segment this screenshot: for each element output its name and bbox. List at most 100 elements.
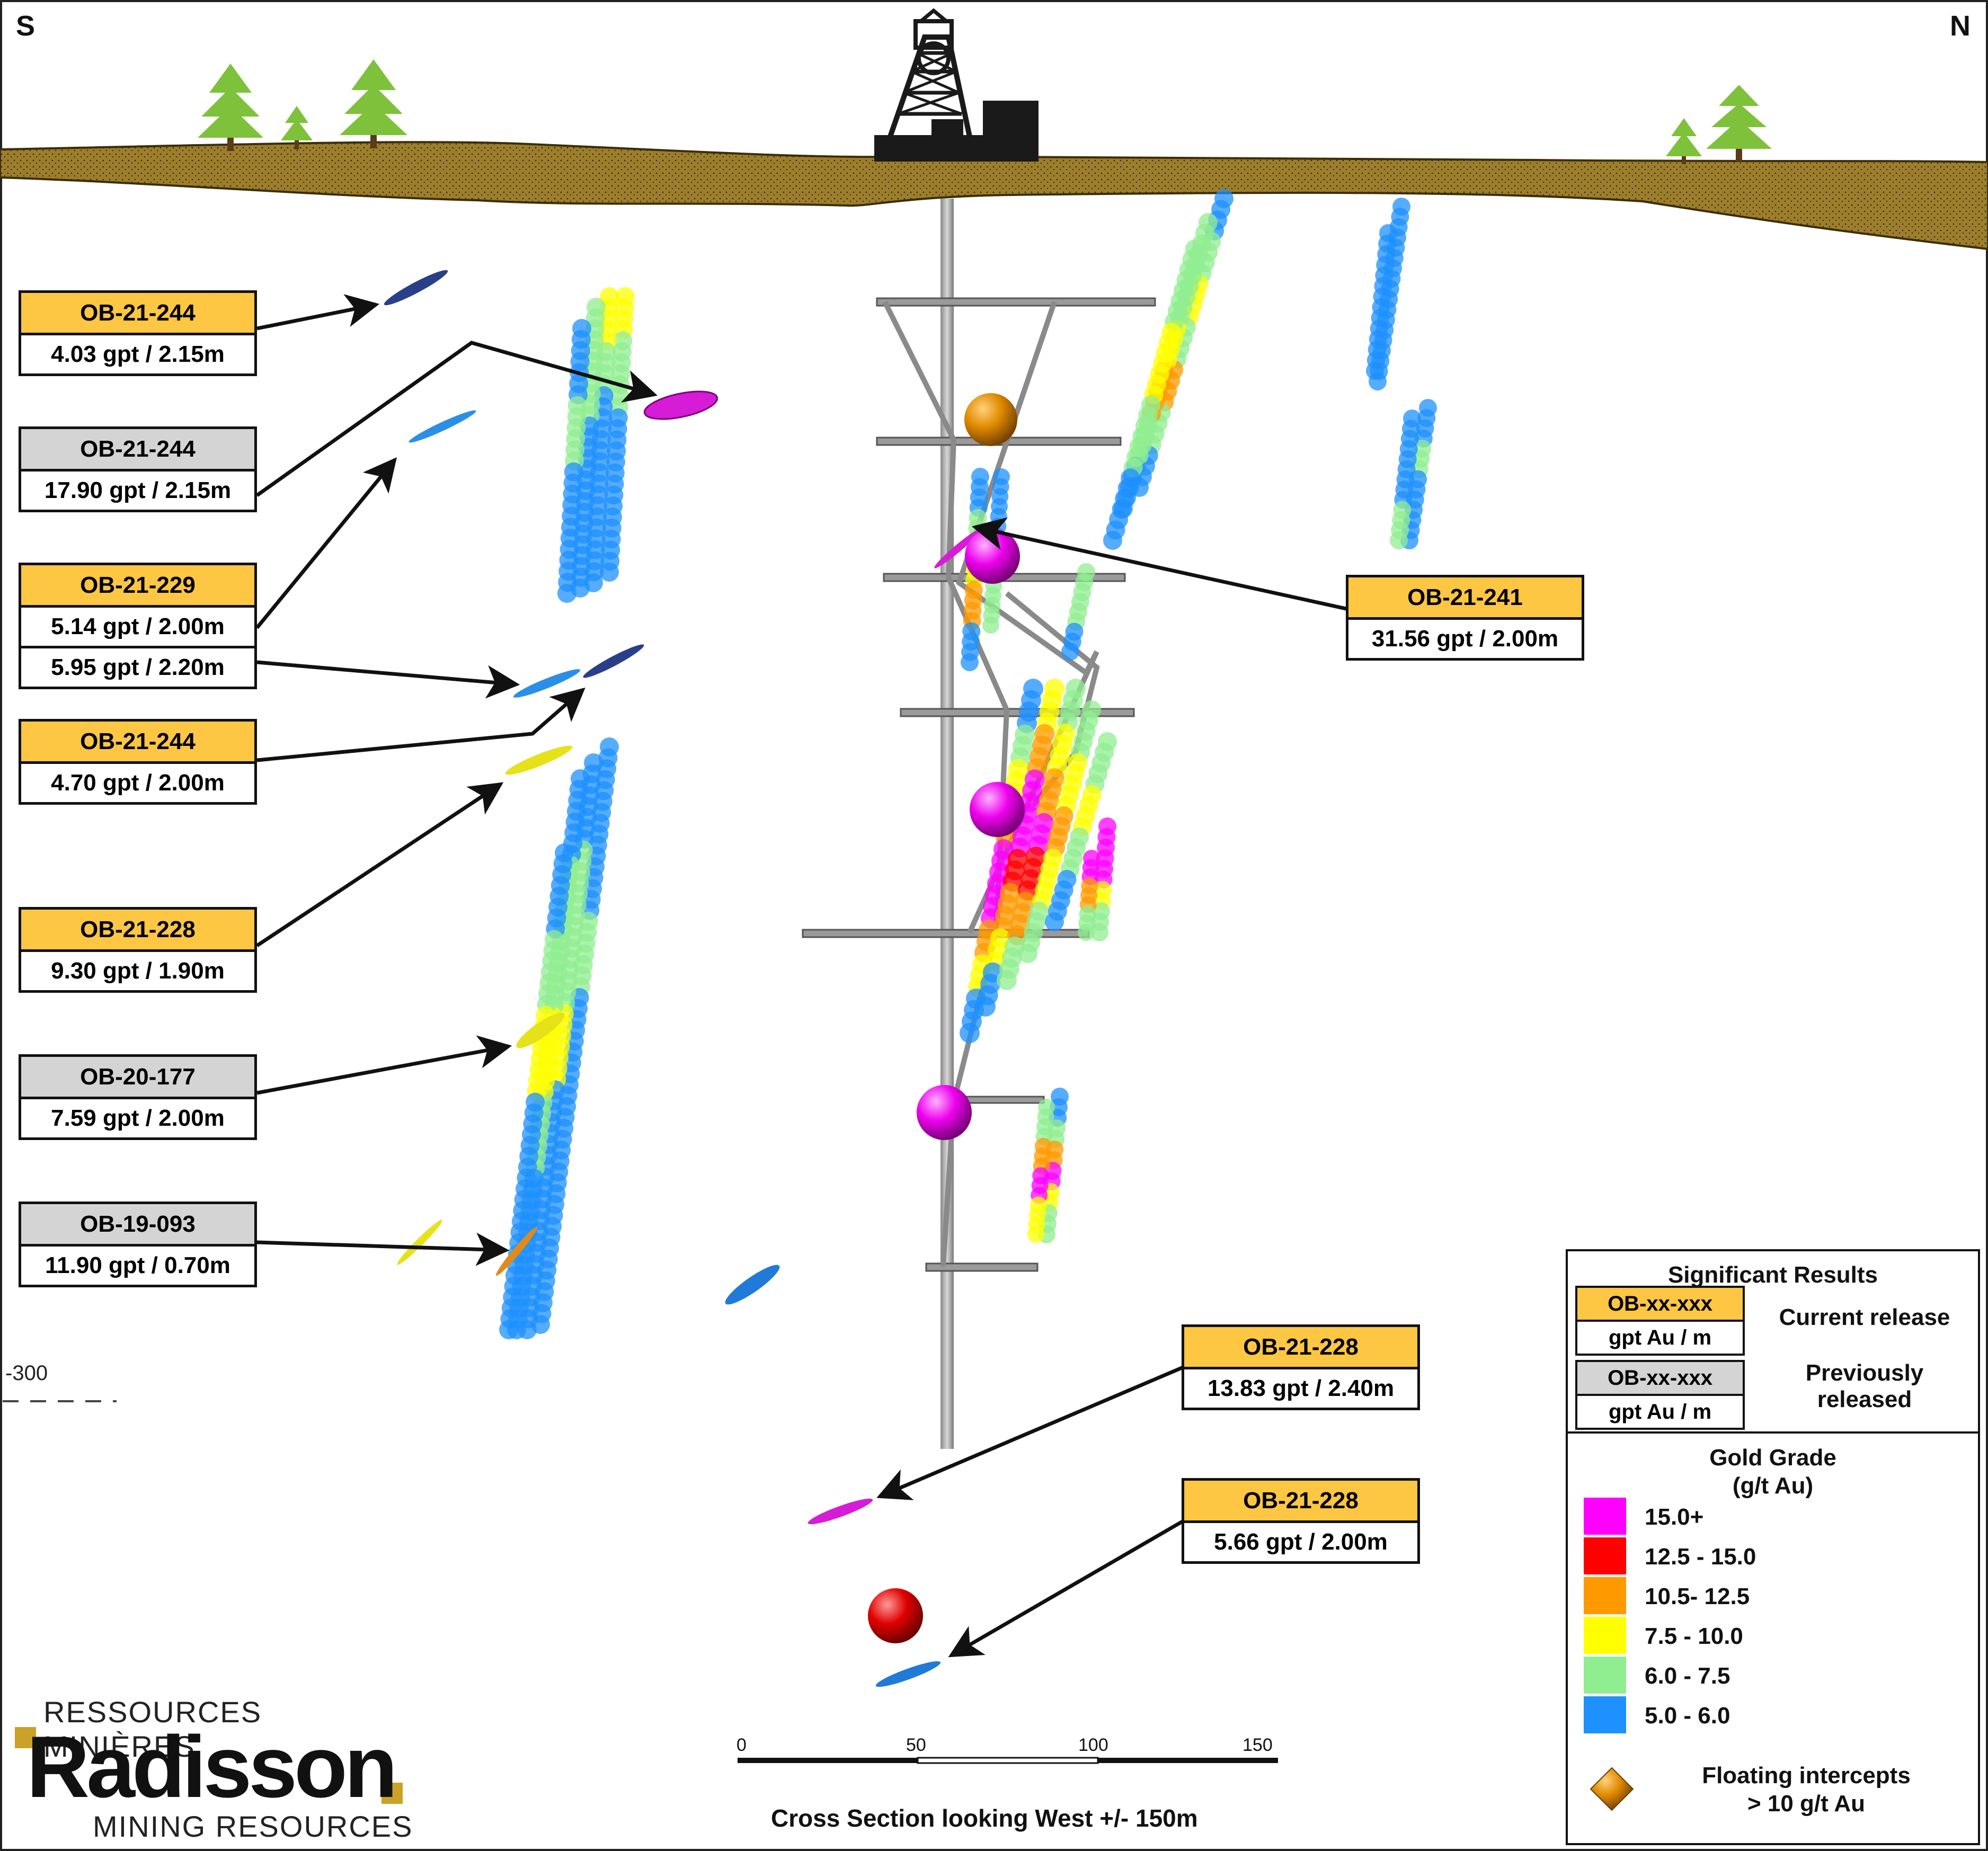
leader-arrow <box>256 782 504 947</box>
leader-arrow <box>876 1365 1185 1500</box>
hole-result: 31.56 gpt / 2.00m <box>1371 626 1559 652</box>
sample-bead <box>499 1320 518 1339</box>
sample-bead <box>1366 362 1384 380</box>
intercept-disk <box>725 1265 780 1305</box>
result-label: OB-21-228 9.30 gpt / 1.90m <box>19 907 257 993</box>
scale-tick: 0 <box>736 1735 747 1755</box>
logo-line-1: RESSOURCES MINIÈRES <box>43 1695 262 1763</box>
legend: Significant Results OB-xx-xxx gpt Au / m… <box>1566 1249 1980 1845</box>
drill-hole-samples <box>499 189 1437 1339</box>
hole-result: 5.14 gpt / 2.00m <box>51 613 225 639</box>
legend-grade-label: 7.5 - 10.0 <box>1645 1623 1743 1649</box>
sample-bead <box>997 970 1017 990</box>
result-label: OB-21-244 17.90 gpt / 2.15m <box>19 426 257 512</box>
intercept-disk <box>583 644 644 678</box>
legend-sample-unit: gpt Au / m <box>1577 1396 1743 1428</box>
ground-surface <box>0 141 1988 251</box>
intercept-disk <box>875 1661 941 1687</box>
intercept-disk <box>397 1220 442 1265</box>
leader-arrow <box>255 457 397 629</box>
scale-tick: 50 <box>906 1735 926 1755</box>
leader-arrow <box>256 1035 512 1095</box>
hole-result: 7.59 gpt / 2.00m <box>51 1105 225 1131</box>
compass-south: S <box>16 10 36 42</box>
intercept-disk <box>643 390 718 420</box>
hole-id: OB-21-244 <box>21 429 254 471</box>
logo-name: Radisson <box>26 1718 398 1816</box>
hole-id: OB-21-241 <box>1348 577 1582 620</box>
legend-previous-sample: OB-xx-xxx gpt Au / m <box>1575 1360 1745 1430</box>
hole-id: OB-20-177 <box>21 1057 254 1099</box>
depth-label: -300 <box>5 1361 48 1385</box>
hole-result: 4.70 gpt / 2.00m <box>51 770 225 796</box>
result-label: OB-21-229 5.14 gpt / 2.00m 5.95 gpt / 2.… <box>19 563 257 689</box>
legend-sample-unit: gpt Au / m <box>1577 1322 1743 1354</box>
result-label: OB-21-241 31.56 gpt / 2.00m <box>1346 575 1584 661</box>
leader-arrow <box>255 341 658 497</box>
legend-previous-label-2: released <box>1817 1386 1912 1412</box>
result-label: OB-20-177 7.59 gpt / 2.00m <box>19 1054 257 1140</box>
logo-accent <box>15 1727 36 1748</box>
intercept-disk <box>409 410 476 443</box>
leader-arrow <box>256 294 380 331</box>
leader-arrow <box>971 517 1349 611</box>
result-label: OB-21-228 5.66 gpt / 2.00m <box>1182 1478 1420 1564</box>
legend-grade-label: 5.0 - 6.0 <box>1645 1703 1730 1729</box>
hole-id: OB-21-229 <box>21 565 254 608</box>
legend-grade-swatch <box>1584 1617 1626 1654</box>
scale-title: Cross Section looking West +/- 150m <box>771 1804 1198 1832</box>
hole-result: 11.90 gpt / 0.70m <box>45 1252 230 1278</box>
result-label: OB-19-093 11.90 gpt / 0.70m <box>19 1202 257 1287</box>
scale-bar <box>738 1757 1278 1764</box>
legend-sample-id: OB-xx-xxx <box>1577 1288 1743 1322</box>
hole-result: 5.95 gpt / 2.20m <box>21 646 254 687</box>
sample-bead <box>1045 912 1064 931</box>
leader-arrow <box>256 687 585 762</box>
legend-previous-label-1: Previously <box>1805 1360 1924 1386</box>
hole-result: 5.66 gpt / 2.00m <box>1214 1529 1388 1555</box>
legend-grade-swatch <box>1584 1696 1626 1733</box>
scale-tick: 100 <box>1078 1735 1108 1755</box>
legend-grade-label: 10.5- 12.5 <box>1645 1583 1750 1609</box>
legend-floating-label-2: > 10 g/t Au <box>1747 1791 1866 1817</box>
legend-sample-id: OB-xx-xxx <box>1577 1362 1743 1396</box>
company-logo: RESSOURCES MINIÈRES Radisson MINING RESO… <box>11 1693 413 1846</box>
sample-bead <box>1090 923 1108 941</box>
legend-grade-title: Gold Grade <box>1709 1445 1836 1471</box>
floating-intercept-sphere <box>917 1085 972 1140</box>
sample-bead <box>1390 531 1408 549</box>
logo-line-2: MINING RESOURCES <box>93 1810 413 1843</box>
sample-bead <box>1061 643 1079 661</box>
sample-bead <box>982 617 999 634</box>
tree-icon <box>1666 118 1702 164</box>
legend-divider <box>1568 1431 1978 1434</box>
sample-bead <box>960 1023 980 1043</box>
leader-arrow <box>256 660 520 699</box>
tree-icon <box>198 64 263 151</box>
logo-accent <box>381 1783 403 1804</box>
intercept-disk <box>934 528 982 568</box>
hole-id: OB-19-093 <box>21 1204 254 1247</box>
result-label: OB-21-244 4.70 gpt / 2.00m <box>19 719 257 805</box>
intercept-disk <box>516 1012 565 1048</box>
intercept-disk <box>505 745 573 775</box>
floating-intercept-sphere <box>868 1588 923 1643</box>
leader-arrow <box>256 1232 510 1266</box>
sample-bead <box>975 996 996 1017</box>
sample-bead <box>961 653 979 671</box>
sample-bead <box>557 584 576 603</box>
legend-grade-unit: (g/t Au) <box>1732 1473 1814 1499</box>
hole-result: 4.03 gpt / 2.15m <box>51 341 225 367</box>
floating-intercept-icon <box>1590 1767 1634 1811</box>
legend-grade-swatch <box>1584 1657 1626 1694</box>
legend-significant-title: Significant Results <box>1667 1262 1878 1288</box>
legend-current-sample: OB-xx-xxx gpt Au / m <box>1575 1286 1745 1356</box>
legend-floating-label-1: Floating intercepts <box>1702 1763 1911 1788</box>
sample-bead <box>1103 531 1122 550</box>
intercept-disks <box>384 270 982 1687</box>
legend-grade-swatch <box>1584 1537 1626 1574</box>
hole-id: OB-21-244 <box>21 722 254 764</box>
hole-id: OB-21-244 <box>21 293 254 335</box>
